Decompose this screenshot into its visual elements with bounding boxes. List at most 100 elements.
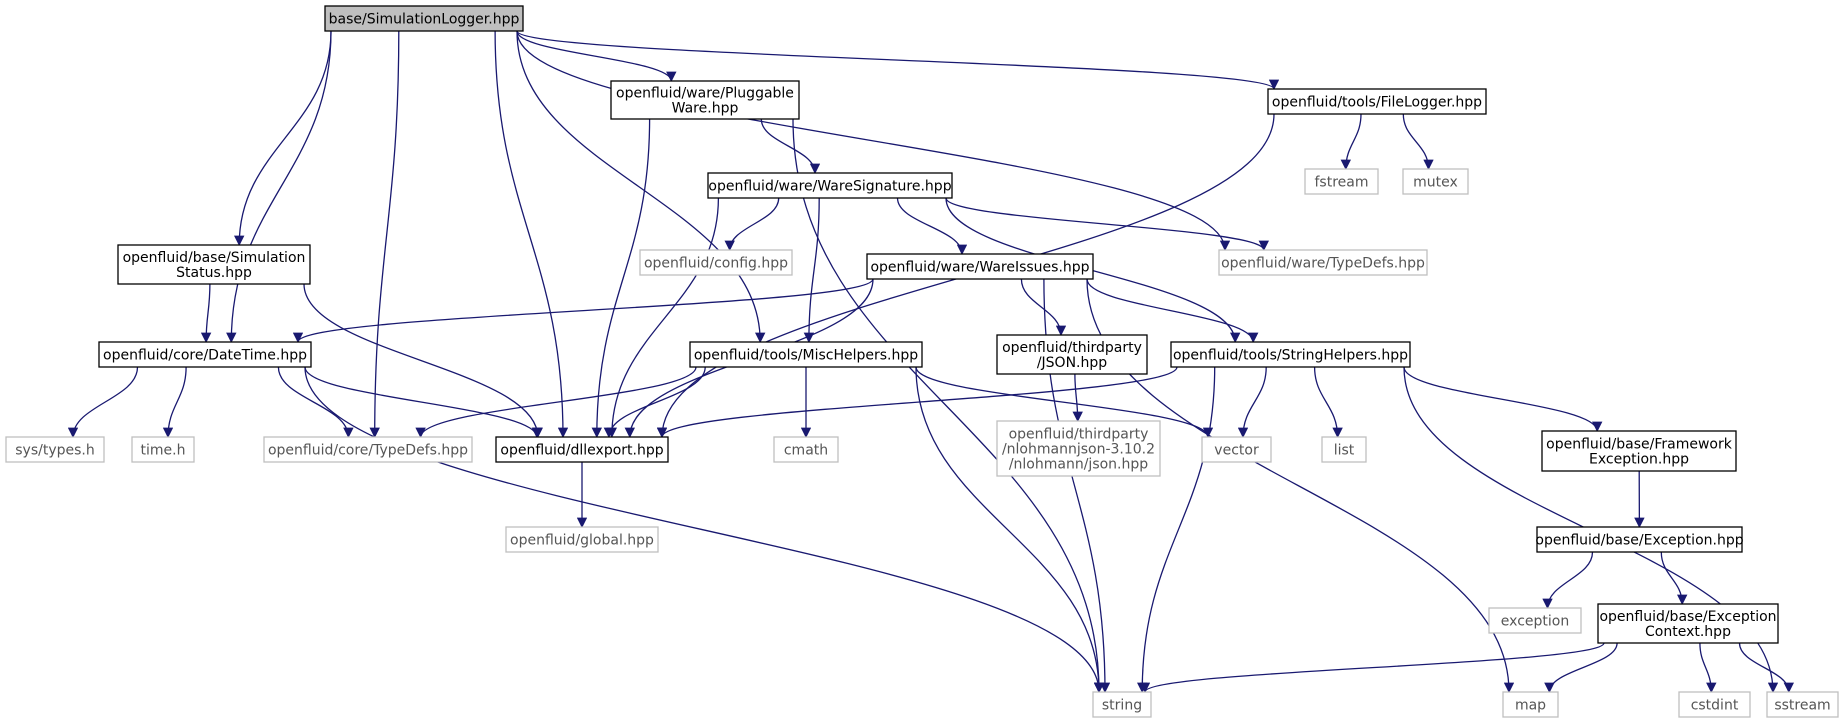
edge-waresig-to-wareissues (896, 197, 968, 256)
nodes-layer: base/SimulationLogger.hpp openfluid/ware/… (5, 5, 1839, 718)
edge-arrow (1072, 373, 1083, 423)
node-label-line: openfluid/tools/FileLogger.hpp (1272, 95, 1482, 111)
edge-stringhelpers-to-string (1137, 366, 1216, 694)
node-label-line: cmath (784, 443, 828, 459)
edge-datetime-to-string (304, 366, 1105, 694)
node-json[interactable]: openfluid/thirdparty/JSON.hpp (996, 334, 1148, 375)
edge-arrow (606, 197, 720, 439)
edge-stringhelpers-to-vector (1237, 366, 1267, 439)
node-label-line: fstream (1315, 175, 1369, 191)
edge-pluggable-to-dllexport (591, 118, 651, 439)
node-label-line: openfluid/base/Framework (1546, 437, 1733, 453)
node-waresig[interactable]: openfluid/ware/WareSignature.hpp (707, 172, 953, 199)
edge-filelogger-to-mutex (1402, 113, 1434, 171)
edge-arrow (1237, 366, 1267, 439)
edge-stringhelpers-to-list (1313, 366, 1343, 439)
edge-arrow (1139, 642, 1605, 694)
edge-exceptionhpp-to-exception (1542, 551, 1594, 610)
edge-pluggable-to-waresig (760, 118, 821, 175)
edge-simlogger-to-datetime (226, 30, 332, 344)
edge-arrow (277, 366, 354, 439)
edge-arrow (1660, 551, 1688, 606)
edge-simlogger-to-mischelpers (516, 30, 766, 344)
node-timeh: time.h (131, 436, 195, 463)
node-wareissues[interactable]: openfluid/ware/WareIssues.hpp (866, 253, 1094, 280)
edge-simstatus-to-datetime (200, 283, 212, 344)
node-label-line: map (1515, 698, 1546, 714)
edge-wareissues-to-map (1086, 278, 1515, 694)
node-string: string (1092, 691, 1152, 718)
node-global: openfluid/global.hpp (505, 526, 659, 553)
edge-arrow (896, 197, 968, 256)
edge-arrow (1738, 642, 1794, 694)
edge-arrow (162, 366, 187, 439)
node-label-line: string (1102, 698, 1142, 714)
node-list: list (1321, 436, 1367, 463)
edge-arrow (1137, 366, 1216, 694)
node-box (324, 5, 524, 32)
node-box (1541, 430, 1737, 472)
node-box (707, 172, 953, 199)
node-label-line: openfluid/dllexport.hpp (500, 443, 663, 459)
edge-wareissues-to-stringhelpers (1086, 278, 1259, 344)
edge-simlogger-to-filelogger (516, 30, 1279, 91)
edge-arrow (915, 366, 1214, 439)
node-datetime[interactable]: openfluid/core/DateTime.hpp (98, 341, 312, 368)
node-filelogger[interactable]: openfluid/tools/FileLogger.hpp (1267, 88, 1487, 115)
node-label-line: openfluid/base/Exception.hpp (1535, 533, 1743, 549)
edge-datetime-to-timeh (162, 366, 187, 439)
node-simlogger[interactable]: base/SimulationLogger.hpp (324, 5, 524, 32)
edge-exccontext-to-sstream (1738, 642, 1794, 694)
node-box (505, 526, 659, 553)
node-box (1321, 436, 1367, 463)
node-exceptionhpp[interactable]: openfluid/base/Exception.hpp (1535, 526, 1744, 553)
edge-datetime-to-systypes (67, 366, 139, 439)
edge-arrow (226, 30, 332, 344)
node-label-line: base/SimulationLogger.hpp (329, 12, 520, 28)
node-mischelpers[interactable]: openfluid/tools/MiscHelpers.hpp (689, 341, 923, 368)
edge-arrow (760, 118, 821, 175)
node-label-line: openfluid/base/Simulation (123, 250, 306, 266)
node-label-line: Status.hpp (176, 265, 252, 281)
node-box (263, 436, 473, 463)
node-label-line: openfluid/ware/TypeDefs.hpp (1221, 256, 1425, 272)
edge-datetime-to-coretypedefs (277, 366, 354, 439)
node-stringhelpers[interactable]: openfluid/tools/StringHelpers.hpp (1170, 341, 1411, 368)
edge-stringhelpers-to-dllexport (656, 366, 1178, 439)
node-box (996, 420, 1161, 477)
node-box (1201, 436, 1272, 463)
node-label-line: /JSON.hpp (1037, 355, 1107, 371)
edge-arrow (292, 278, 874, 344)
edge-pluggable-to-string (792, 118, 1105, 694)
edge-waresig-to-dllexport (606, 197, 720, 439)
edge-arrow (591, 118, 651, 439)
edge-waresig-to-mischelpers (803, 197, 820, 344)
node-label-line: time.h (141, 443, 186, 459)
node-vector: vector (1201, 436, 1272, 463)
node-label-line: openfluid/thirdparty (1002, 340, 1142, 356)
node-box (1488, 607, 1582, 634)
node-label-line: sys/types.h (15, 443, 94, 459)
edge-arrow (803, 197, 820, 344)
node-box (1304, 168, 1379, 195)
node-box (495, 436, 669, 463)
edge-arrow (724, 197, 780, 252)
edge-arrow (1086, 278, 1515, 694)
edge-simlogger-to-dllexport (494, 30, 569, 439)
edge-arrow (303, 283, 543, 439)
edge-waresig-to-waretypedefs (945, 197, 1269, 252)
node-systypes: sys/types.h (5, 436, 105, 463)
node-label-line: Exception.hpp (1589, 452, 1689, 468)
edge-wareissues-to-datetime (292, 278, 874, 344)
edge-arrow (516, 30, 1231, 252)
edge-arrow (656, 366, 1178, 439)
node-dllexport[interactable]: openfluid/dllexport.hpp (495, 436, 669, 463)
edge-arrow (516, 30, 766, 344)
edge-arrow (1340, 113, 1362, 171)
edge-arrow (304, 366, 1105, 694)
node-map: map (1502, 691, 1559, 718)
